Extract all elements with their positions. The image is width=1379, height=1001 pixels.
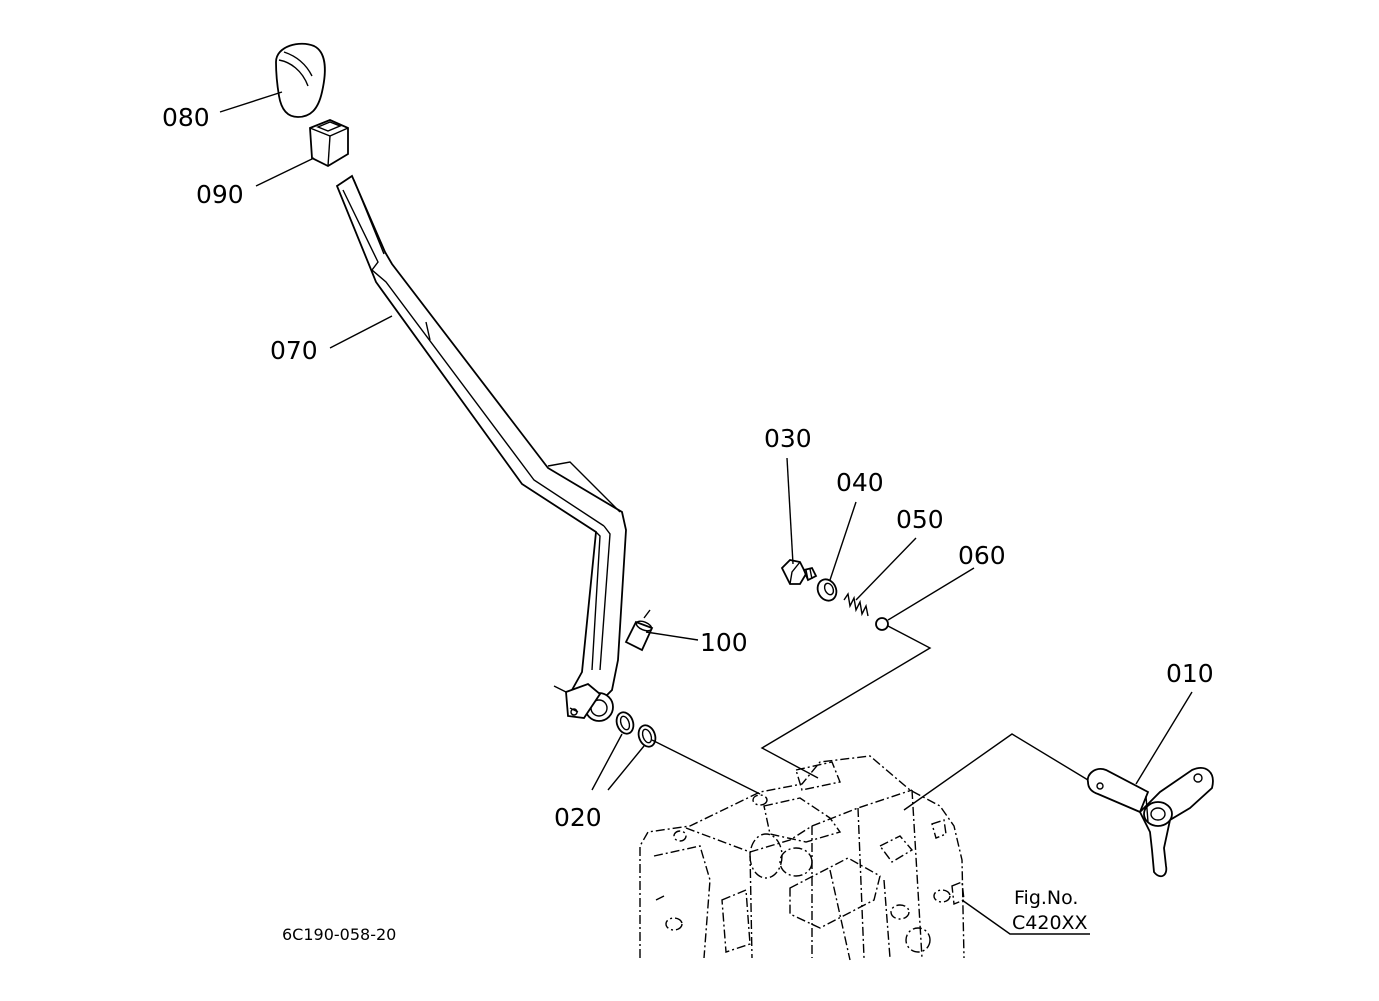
leader-lines xyxy=(219,91,1193,935)
plug-030 xyxy=(780,559,818,585)
fig-number: C420XX xyxy=(1012,912,1088,934)
fig-no-label: Fig.No. xyxy=(1014,887,1078,909)
label-020: 020 xyxy=(554,803,602,832)
label-070: 070 xyxy=(270,336,318,365)
washer-040 xyxy=(816,578,838,602)
assembly-lines xyxy=(651,625,1089,811)
lever-070 xyxy=(335,174,627,722)
rings-020 xyxy=(615,711,657,748)
label-100: 100 xyxy=(700,628,748,657)
knob-080 xyxy=(275,42,326,118)
adapter-090 xyxy=(309,119,349,168)
label-090: 090 xyxy=(196,180,244,209)
label-060: 060 xyxy=(958,541,1006,570)
spring-050 xyxy=(843,592,869,617)
label-010: 010 xyxy=(1166,659,1214,688)
pin-100 xyxy=(624,609,654,652)
shift-arm-010 xyxy=(1086,767,1214,878)
ball-060 xyxy=(875,617,889,631)
label-030: 030 xyxy=(764,424,812,453)
label-080: 080 xyxy=(162,103,210,132)
drawing-code: 6C190-058-20 xyxy=(282,925,396,944)
label-040: 040 xyxy=(836,468,884,497)
label-050: 050 xyxy=(896,505,944,534)
transmission-case xyxy=(639,755,965,961)
